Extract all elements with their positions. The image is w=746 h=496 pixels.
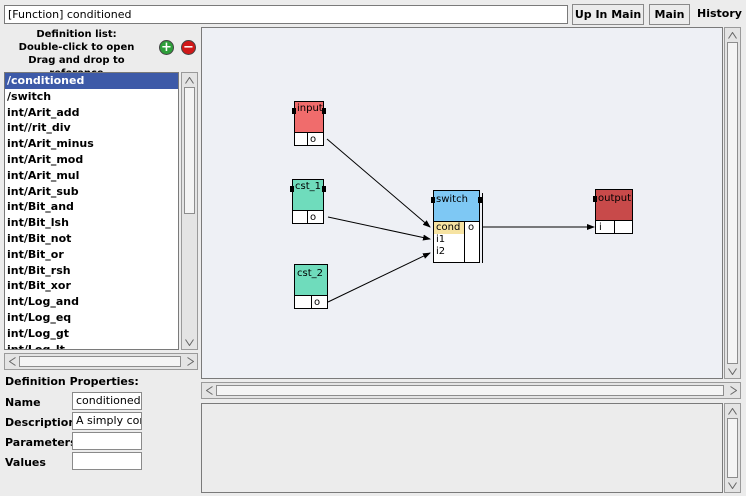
scroll-left-arrow-icon[interactable] xyxy=(5,354,19,369)
plus-icon: + xyxy=(161,40,172,55)
list-item[interactable]: int/Bit_rsh xyxy=(7,263,71,277)
list-item[interactable]: int/Log_lt xyxy=(7,342,65,350)
list-item[interactable]: int/Arit_mod xyxy=(7,152,84,166)
values-field[interactable] xyxy=(72,452,142,470)
list-item[interactable]: int/Bit_and xyxy=(7,200,74,214)
node-cst-1-header: cst_1 xyxy=(293,180,323,211)
list-item[interactable]: int/Bit_or xyxy=(7,247,64,261)
canvas-hscroll-thumb[interactable] xyxy=(216,385,724,396)
console-vscroll-thumb[interactable] xyxy=(727,418,738,478)
node-output-in-port[interactable]: i xyxy=(599,222,602,233)
description-field[interactable]: A simply cor xyxy=(72,412,142,430)
list-item[interactable]: /conditioned xyxy=(5,73,178,89)
parameters-field[interactable] xyxy=(72,432,142,450)
console-vscrollbar[interactable] xyxy=(724,403,741,493)
name-field[interactable]: conditioned xyxy=(72,392,142,410)
port-handle xyxy=(478,197,482,203)
definition-list-hint-open: Double-click to open xyxy=(18,42,135,53)
canvas-hscrollbar[interactable] xyxy=(201,382,741,399)
parameters-label: Parameters xyxy=(5,436,77,449)
node-switch-i2-port[interactable]: i2 xyxy=(436,246,446,257)
definition-properties-title: Definition Properties: xyxy=(5,375,139,388)
minus-icon: − xyxy=(183,40,194,55)
function-title-field[interactable]: [Function] conditioned xyxy=(4,5,568,24)
node-input-out-port[interactable]: o xyxy=(310,134,317,145)
node-cst-1-out-port[interactable]: o xyxy=(310,212,317,223)
node-output[interactable]: output i xyxy=(593,189,633,234)
list-item[interactable]: int/Arit_add xyxy=(7,105,80,119)
node-cst-2[interactable]: cst_2 o xyxy=(294,264,328,309)
definition-list-hscrollbar[interactable] xyxy=(4,353,198,370)
name-label: Name xyxy=(5,396,41,409)
canvas-vscrollbar[interactable] xyxy=(724,27,741,379)
port-handle xyxy=(290,186,294,192)
node-switch-header: switch xyxy=(434,191,479,222)
node-input-title: input xyxy=(297,103,323,114)
port-handle xyxy=(292,108,296,114)
list-item[interactable]: int/Arit_sub xyxy=(7,184,79,198)
list-item[interactable]: int/Log_eq xyxy=(7,310,72,324)
definition-list[interactable]: /conditioned/switch int/Arit_add int//rit_… xyxy=(4,72,179,350)
scroll-up-arrow-icon[interactable] xyxy=(182,73,197,87)
scroll-right-arrow-icon[interactable] xyxy=(726,383,740,398)
node-input[interactable]: input o xyxy=(292,101,326,146)
list-item[interactable]: int/Log_and xyxy=(7,295,79,309)
connections-layer xyxy=(326,138,595,303)
graph-canvas[interactable]: input o cst_1 o cst_2 o switch cond i1 i… xyxy=(201,27,723,379)
edge-cst2-to-i2 xyxy=(327,252,431,303)
history-button[interactable]: History xyxy=(697,7,742,20)
list-item[interactable]: int/Arit_minus xyxy=(7,137,94,151)
remove-definition-button[interactable]: − xyxy=(181,40,196,55)
port-handle xyxy=(431,197,435,203)
list-item[interactable]: int/Bit_not xyxy=(7,231,72,245)
scroll-up-arrow-icon[interactable] xyxy=(725,404,740,418)
edge-cst1-to-i1 xyxy=(327,216,431,241)
definition-list-vscrollbar[interactable] xyxy=(181,72,198,350)
list-item[interactable]: /switch xyxy=(7,89,52,103)
node-cst-2-header: cst_2 xyxy=(295,265,327,296)
definition-list-title: Definition list: xyxy=(36,29,117,40)
node-cst-1[interactable]: cst_1 o xyxy=(290,179,326,224)
scroll-right-arrow-icon[interactable] xyxy=(183,354,197,369)
description-label: Description xyxy=(5,416,77,429)
port-handle xyxy=(593,196,597,202)
scroll-down-arrow-icon[interactable] xyxy=(725,364,740,378)
canvas-vscroll-thumb[interactable] xyxy=(727,42,738,364)
console-panel[interactable] xyxy=(201,403,723,493)
list-item[interactable]: int/Bit_xor xyxy=(7,279,71,293)
node-output-header: output xyxy=(596,190,632,221)
scroll-down-arrow-icon[interactable] xyxy=(182,335,197,349)
node-cst-2-title: cst_2 xyxy=(297,268,323,279)
port-handle xyxy=(322,108,326,114)
list-item[interactable]: int/Arit_mul xyxy=(7,168,80,182)
scroll-left-arrow-icon[interactable] xyxy=(202,383,216,398)
node-input-header: input xyxy=(295,102,323,133)
node-switch-out-port[interactable]: o xyxy=(468,222,475,233)
list-item[interactable]: int/Log_gt xyxy=(7,326,69,340)
hscroll-thumb[interactable] xyxy=(19,356,181,367)
node-switch-title: switch xyxy=(436,194,468,205)
scroll-up-arrow-icon[interactable] xyxy=(725,28,740,42)
main-button[interactable]: Main xyxy=(649,4,690,25)
node-switch[interactable]: switch cond i1 i2 o xyxy=(431,190,483,263)
node-switch-cond-port[interactable]: cond xyxy=(434,222,464,234)
list-item[interactable]: int//rit_div xyxy=(7,121,71,135)
edge-input-to-cond xyxy=(326,138,431,228)
scroll-thumb[interactable] xyxy=(184,87,195,214)
node-cst-1-title: cst_1 xyxy=(295,181,321,192)
up-in-main-button[interactable]: Up In Main xyxy=(572,4,644,25)
add-definition-button[interactable]: + xyxy=(159,40,174,55)
node-cst-2-out-port[interactable]: o xyxy=(314,297,321,308)
node-switch-i1-port[interactable]: i1 xyxy=(436,234,446,245)
node-output-title: output xyxy=(598,193,631,204)
list-item[interactable]: int/Bit_lsh xyxy=(7,216,69,230)
port-handle xyxy=(322,186,326,192)
values-label: Values xyxy=(5,456,46,469)
scroll-down-arrow-icon[interactable] xyxy=(725,478,740,492)
